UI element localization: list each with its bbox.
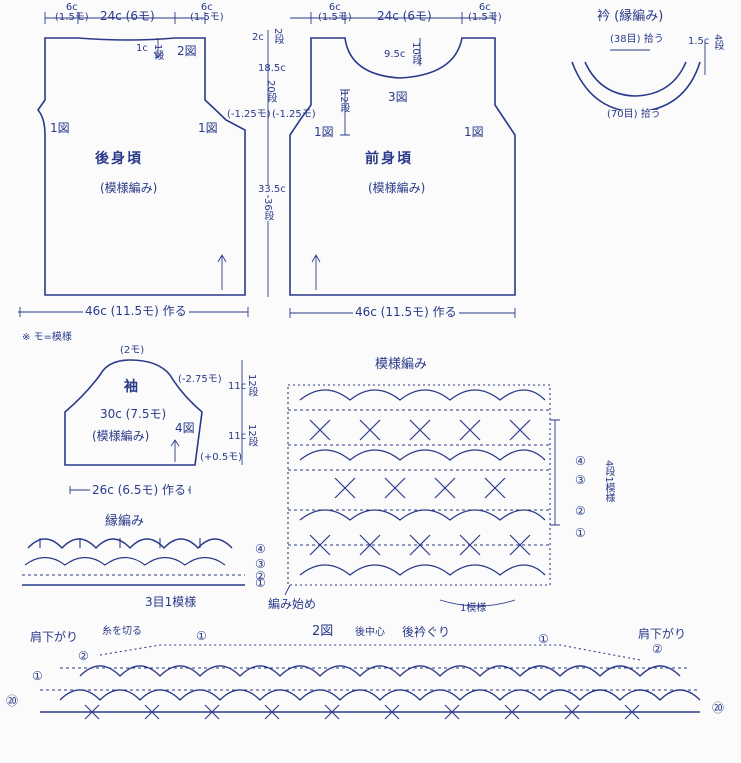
- note: ※ モ=模様: [22, 332, 72, 343]
- front-neck-depth: 9.5c: [384, 49, 406, 60]
- back-ref-left: 1図: [50, 121, 70, 135]
- edge-repeat: 3目1模様: [145, 595, 197, 609]
- back-body-outline: [36, 37, 246, 296]
- front-ref-neck: 3図: [388, 90, 408, 104]
- front-shoulder-left: 6c(1.5モ): [318, 2, 352, 23]
- fig2-symbols: [40, 644, 701, 720]
- fig2-row2-right: ②: [652, 642, 663, 656]
- front-neck-width: 24c (6モ): [377, 9, 432, 23]
- sleeve-inc: (+0.5モ): [200, 452, 243, 463]
- edge-row-3: ③: [255, 557, 266, 571]
- back-shoulder-right: 6c(1.5モ): [190, 2, 224, 23]
- front-body-outline: [289, 37, 516, 296]
- edge-title: 縁編み: [105, 514, 145, 529]
- sleeve-cap-rows: 12段: [246, 374, 257, 397]
- pattern-repeat-rows: 4段1模様: [603, 460, 614, 503]
- fig2-title: 2図: [312, 624, 334, 639]
- sleeve-cap-depth: 11c: [228, 381, 247, 392]
- back-neck-depth-rows: 1段: [152, 44, 163, 61]
- front-neck-depth-rows: 10段: [410, 42, 421, 65]
- sleeve-top: (2モ): [120, 345, 145, 356]
- fig2-row20-right: ⑳: [712, 701, 725, 715]
- pattern-row-2: ②: [575, 504, 586, 518]
- top-depth: 2c: [252, 32, 264, 43]
- front-bottom-width: 46c (11.5モ) 作る: [353, 305, 459, 319]
- edge-row-4: ④: [255, 542, 266, 556]
- back-neck-depth: 1c: [136, 43, 148, 54]
- sleeve-bottom-width: 26c (6.5モ) 作る: [90, 483, 188, 497]
- pattern-start: 編み始め: [268, 597, 317, 611]
- front-name: 前身頃: [365, 151, 413, 167]
- pattern-row-3: ③: [575, 473, 586, 487]
- sleeve-name: 袖: [124, 379, 140, 395]
- sleeve-lower-rows: 12段: [246, 424, 257, 447]
- fig2-row2-left: ②: [78, 649, 89, 663]
- sleeve-lower-depth: 11c: [228, 431, 247, 442]
- armhole-depth: 18.5c: [258, 63, 286, 74]
- pattern-title: 模様編み: [375, 357, 428, 372]
- back-name: 後身頃: [95, 151, 143, 167]
- armhole-rows: 20段: [265, 80, 276, 103]
- back-bottom-width: 46c (11.5モ) 作る: [83, 304, 189, 318]
- collar-outline: [571, 61, 701, 113]
- front-ref-left: 1図: [314, 125, 334, 139]
- collar-depth: 1.5c: [688, 36, 710, 47]
- fig2-neck: 後衿ぐり: [402, 625, 451, 639]
- fig2-row1-top: ①: [196, 629, 207, 643]
- back-ref-top: 2図: [177, 44, 197, 58]
- pattern-chart-symbols: [284, 384, 560, 607]
- sleeve-width: 30c (7.5モ): [100, 407, 167, 421]
- body-rows: 36段: [262, 198, 273, 221]
- front-ref-right: 1図: [464, 125, 484, 139]
- collar-title: 衿 (縁編み): [597, 9, 664, 24]
- sleeve-pattern: (模様編み): [92, 429, 150, 443]
- front-shoulder-right: 6c(1.5モ): [468, 2, 502, 23]
- collar-inner: [584, 61, 687, 97]
- dec-right: (-1.25モ): [272, 109, 316, 120]
- front-neck-rows-2: 12段: [338, 90, 349, 113]
- sleeve-ref: 4図: [175, 421, 195, 435]
- front-pattern: (模様編み): [368, 181, 426, 195]
- fig2-cut: 糸を切る: [102, 626, 142, 637]
- collar-outer: (70目) 拾う: [607, 109, 661, 120]
- collar-inner: (38目) 拾う: [610, 34, 664, 45]
- pattern-row-1: ①: [575, 526, 586, 540]
- top-rows: 2段: [272, 28, 283, 45]
- fig2-center: 後中心: [355, 627, 385, 638]
- edge-chart-symbols: [22, 538, 245, 586]
- back-pattern: (模様編み): [100, 181, 158, 195]
- fig2-left-label: 肩下がり: [30, 630, 79, 644]
- collar-depth-rows: 4段: [712, 34, 723, 51]
- edge-row-2: ②: [255, 569, 266, 583]
- back-neck-width: 24c (6モ): [100, 9, 155, 23]
- body-depth: 33.5c: [258, 184, 286, 195]
- fig2-row1-left: ①: [32, 669, 43, 683]
- back-ref-right: 1図: [198, 121, 218, 135]
- pattern-row-4: ④: [575, 454, 586, 468]
- fig2-row20-left: ⑳: [6, 694, 19, 708]
- edge-row-1: ①: [255, 576, 266, 590]
- dec-left: (-1.25モ): [227, 109, 271, 120]
- pattern-repeat: 1模様: [460, 603, 487, 614]
- sleeve-outline: [64, 359, 203, 466]
- fig2-row1-right: ①: [538, 632, 549, 646]
- fig2-right-label: 肩下がり: [638, 627, 687, 641]
- sleeve-cap-dec: (-2.75モ): [178, 374, 222, 385]
- back-shoulder-left: 6c(1.5モ): [55, 2, 89, 23]
